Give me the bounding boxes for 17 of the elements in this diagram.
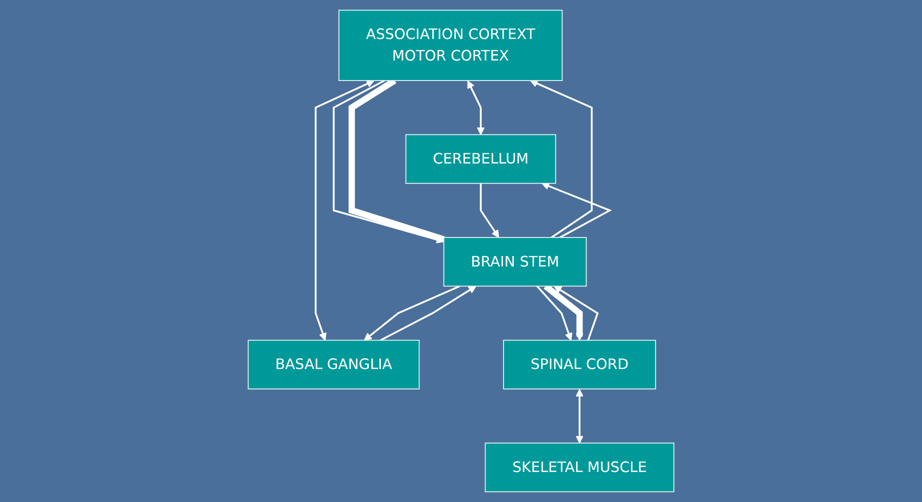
arrow [380,286,476,342]
node-box: ASSOCIATION CORTEXT MOTOR CORTEX [338,10,563,81]
node-box: CEREBELLUM [405,134,556,184]
arrow [541,182,612,238]
node-box: BRAIN STEM [443,237,587,287]
arrow [314,80,374,341]
arrow [364,285,460,341]
arrow [480,183,500,238]
node-box: SPINAL CORD [503,340,656,390]
arrow [530,80,593,238]
arrow [554,286,599,341]
arrow [576,388,584,444]
arrow [536,286,572,341]
node-box: BASAL GANGLIA [248,340,420,390]
arrow [332,80,444,244]
arrow [467,80,485,136]
node-box: SKELETAL MUSCLE [484,442,674,492]
